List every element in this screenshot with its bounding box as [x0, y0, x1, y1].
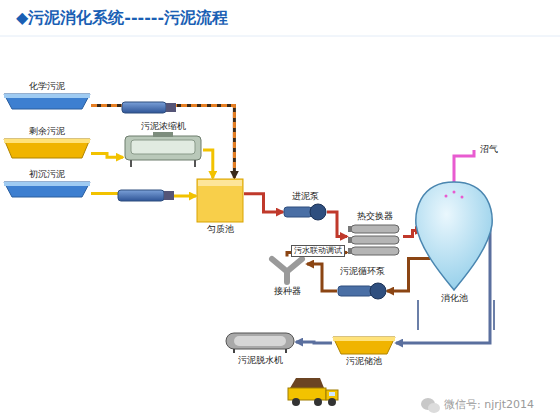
heat-exchanger: 热交换器	[345, 210, 405, 258]
node-label: 污泥浓缩机	[118, 120, 208, 132]
storage-tank: 污泥储池	[330, 335, 398, 367]
shape-outline	[123, 132, 203, 168]
node-label: 进泥泵	[280, 190, 330, 202]
clarifier: 化学污泥	[2, 80, 92, 110]
chem-pump	[122, 102, 176, 113]
primary-pump	[118, 190, 174, 201]
shape-outline	[414, 180, 494, 292]
sludge-pipe	[203, 150, 213, 178]
thickener: 污泥浓缩机	[118, 120, 208, 168]
dewatering-machine: 污泥脱水机	[220, 330, 300, 366]
shape-outline	[3, 180, 91, 198]
node-label: 热交换器	[345, 210, 405, 222]
digester-frame	[418, 300, 494, 330]
shape-outline	[267, 255, 307, 285]
shape-outline	[3, 92, 91, 110]
sludge-pipe	[307, 264, 337, 291]
sludge-pipe	[387, 258, 430, 291]
truck	[288, 378, 338, 406]
sludge-pipe	[244, 194, 283, 212]
node-label: 化学污泥	[2, 80, 92, 92]
plain-label: 沼气	[480, 143, 498, 155]
shape-outline	[332, 335, 396, 355]
node-label: 接种器	[262, 285, 312, 297]
shape-outline	[196, 178, 244, 223]
node-label: 匀质池	[192, 223, 248, 235]
sludge-tank: 剩余污泥	[2, 125, 92, 159]
node-label: 污泥脱水机	[220, 354, 300, 366]
wechat-icon	[421, 398, 440, 413]
digester: 消化池	[412, 180, 496, 304]
circulation-pump: 污泥循环泵	[330, 265, 394, 305]
diagram-title: ◆污泥消化系统------污泥流程	[16, 8, 228, 29]
seed-fitting: 接种器	[262, 255, 312, 297]
shape-outline	[337, 277, 387, 305]
title-rule	[0, 36, 560, 37]
shape-outline	[3, 137, 91, 159]
node-label: 污泥循环泵	[330, 265, 394, 277]
node-label: 剩余污泥	[2, 125, 92, 137]
feed-pump: 进泥泵	[280, 190, 330, 222]
shape-outline	[224, 330, 296, 354]
equalization-tank: 匀质池	[192, 178, 248, 235]
clarifier: 初沉污泥	[2, 168, 92, 198]
shape-outline	[347, 222, 403, 258]
sludge-pipe	[327, 212, 347, 236]
sludge-pipe	[296, 342, 332, 343]
pipe-note: 污水联动调试	[291, 245, 345, 257]
node-label: 消化池	[412, 292, 496, 304]
node-label: 初沉污泥	[2, 168, 92, 180]
watermark: 微信号: njrjt2014	[444, 398, 534, 412]
node-label: 污泥储池	[330, 355, 398, 367]
shape-outline	[283, 202, 327, 222]
pipe-underlay	[91, 106, 234, 179]
sludge-pipe	[91, 106, 234, 179]
sludge-pipe	[91, 154, 123, 158]
